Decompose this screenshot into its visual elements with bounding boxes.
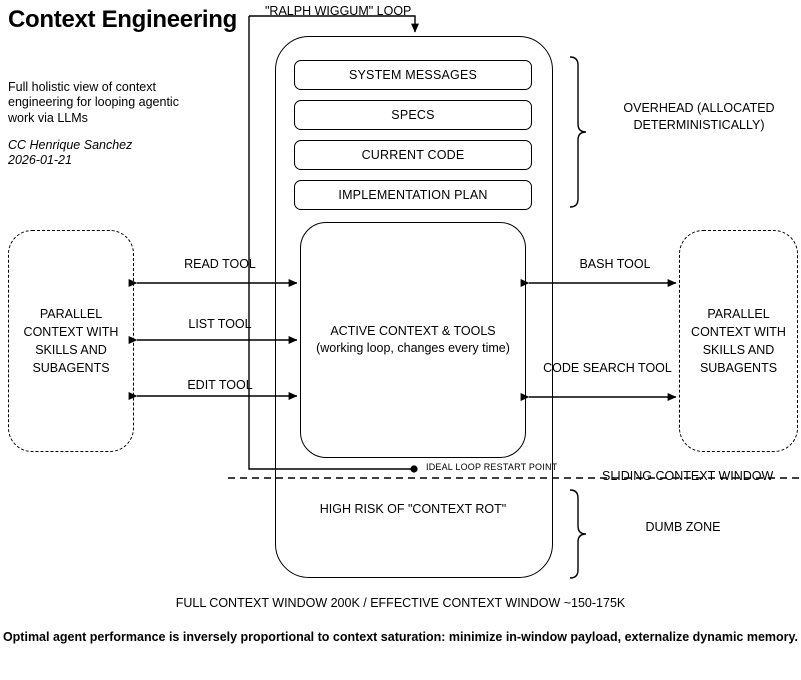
arrow-label-edit-tool: EDIT TOOL <box>187 378 253 392</box>
active-context-box[interactable]: ACTIVE CONTEXT & TOOLS (working loop, ch… <box>300 222 526 458</box>
arrow-label-read-tool: READ TOOL <box>184 257 256 271</box>
dumb-zone-bracket <box>569 489 587 579</box>
ralph-wiggum-loop-label: "RALPH WIGGUM" LOOP <box>265 4 412 18</box>
ideal-loop-restart-point-label: IDEAL LOOP RESTART POINT <box>426 462 558 472</box>
page-title: Context Engineering <box>8 6 237 33</box>
overhead-box-system-messages[interactable]: SYSTEM MESSAGES <box>294 60 532 90</box>
parallel-context-panel-right[interactable]: PARALLEL CONTEXT WITH SKILLS AND SUBAGEN… <box>679 230 798 452</box>
takeaway-caption: Optimal agent performance is inversely p… <box>2 630 799 644</box>
parallel-context-panel-left[interactable]: PARALLEL CONTEXT WITH SKILLS AND SUBAGEN… <box>8 230 134 452</box>
credit-line: CC Henrique Sanchez 2026-01-21 <box>8 138 133 168</box>
overhead-box-specs[interactable]: SPECS <box>294 100 532 130</box>
page-subtitle: Full holistic view of context engineerin… <box>8 80 179 125</box>
parallel-context-label: PARALLEL CONTEXT WITH SKILLS AND SUBAGEN… <box>23 306 119 376</box>
dumb-zone-label: DUMB ZONE <box>645 520 721 534</box>
overhead-box-current-code[interactable]: CURRENT CODE <box>294 140 532 170</box>
arrow-label-bash-tool: BASH TOOL <box>579 257 651 271</box>
loop-top-rail <box>249 15 419 33</box>
arrow-label-list-tool: LIST TOOL <box>188 317 252 331</box>
overhead-bracket-label: OVERHEAD (ALLOCATED DETERMINISTICALLY) <box>623 101 775 132</box>
context-window-sizes-caption: FULL CONTEXT WINDOW 200K / EFFECTIVE CON… <box>175 596 626 610</box>
overhead-bracket <box>569 56 587 208</box>
active-context-label: ACTIVE CONTEXT & TOOLS (working loop, ch… <box>316 324 510 355</box>
sliding-context-window-label: SLIDING CONTEXT WINDOW <box>602 469 774 483</box>
overhead-box-label: SPECS <box>391 108 435 122</box>
context-rot-risk-label: HIGH RISK OF "CONTEXT ROT" <box>319 502 507 516</box>
overhead-box-implementation-plan[interactable]: IMPLEMENTATION PLAN <box>294 180 532 210</box>
parallel-context-label: PARALLEL CONTEXT WITH SKILLS AND SUBAGEN… <box>691 306 786 376</box>
overhead-box-label: CURRENT CODE <box>361 148 465 162</box>
overhead-box-label: SYSTEM MESSAGES <box>348 68 478 82</box>
arrow-label-code-search-tool: CODE SEARCH TOOL <box>543 361 672 375</box>
overhead-box-label: IMPLEMENTATION PLAN <box>338 188 488 202</box>
